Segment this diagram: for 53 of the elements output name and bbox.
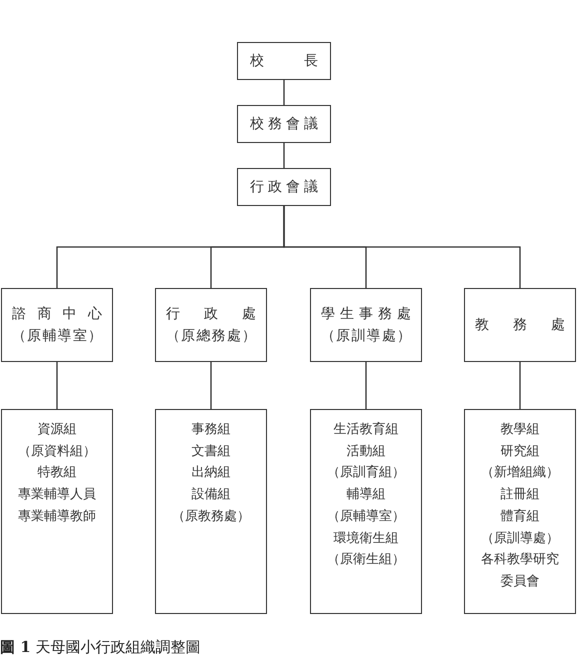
unit-name: 體育組 [500, 508, 540, 526]
unit-name: 各科教學研究委員會 [480, 551, 560, 591]
office-name: （原總務處） [166, 327, 256, 346]
connector-line [519, 362, 521, 409]
unit-list-box [155, 409, 267, 614]
office-box [310, 288, 422, 362]
unit-name: （原教務處） [172, 508, 250, 526]
office-name: （原訓導處） [321, 327, 411, 346]
office-box [464, 288, 576, 362]
office-name: 校務會議 [250, 115, 318, 134]
office-box [155, 288, 267, 362]
unit-name: 輔導組 [346, 486, 386, 504]
unit-name: 資源組 [38, 421, 76, 439]
office-name: 諮商中心 [12, 305, 102, 324]
unit-name: 文書組 [192, 442, 230, 461]
unit-name: （原訓導處） [481, 530, 559, 548]
office-box [237, 168, 331, 206]
office-box [1, 288, 113, 362]
unit-name: 環境衛生組 [334, 530, 398, 548]
connector-line [283, 80, 285, 105]
unit-list-box [1, 409, 113, 614]
unit-name: 事務組 [192, 421, 230, 439]
unit-list-box [310, 409, 422, 614]
connector-line [210, 362, 212, 409]
office-box [237, 42, 331, 80]
unit-name: 研究組 [500, 442, 540, 461]
office-name: 行政會議 [250, 178, 318, 197]
unit-name: 設備組 [192, 486, 230, 504]
unit-name: 活動組 [346, 442, 386, 461]
unit-name: 生活教育組 [334, 420, 398, 439]
unit-name: （原輔導室） [327, 508, 405, 526]
office-name: （原輔導室） [12, 327, 102, 346]
unit-name: （原訓育組） [327, 464, 405, 482]
connector-line [365, 362, 367, 409]
unit-name: （原資料組） [18, 442, 96, 461]
unit-name: 特教組 [38, 464, 76, 482]
connector-line [56, 362, 58, 409]
office-name: 教務處 [475, 316, 565, 335]
unit-list-box [464, 409, 576, 614]
office-name: 行政處 [166, 305, 256, 324]
connector-line [283, 143, 285, 168]
office-box [237, 105, 331, 143]
unit-name: 註冊組 [500, 486, 540, 504]
unit-name: （新增組織） [481, 464, 559, 482]
unit-name: （原衛生組） [327, 551, 405, 570]
unit-name: 教學組 [500, 421, 540, 439]
unit-name: 專業輔導人員 [18, 486, 96, 504]
office-name: 校長 [250, 52, 318, 71]
office-name: 學生事務處 [321, 305, 411, 324]
figure-caption: 圖 1 天母國小行政組織調整圖 [0, 638, 200, 657]
connector-line [283, 206, 521, 288]
unit-name: 專業輔導教師 [18, 508, 96, 526]
unit-name: 出納組 [192, 464, 230, 482]
